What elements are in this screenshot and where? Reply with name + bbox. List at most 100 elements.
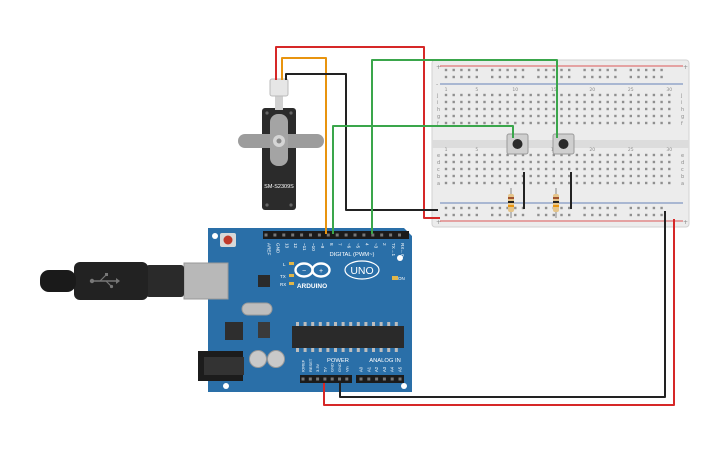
wire-red-5v-return[interactable] xyxy=(323,219,675,406)
breadboard-hole[interactable] xyxy=(452,93,455,97)
breadboard-hole[interactable] xyxy=(591,167,594,171)
breadboard-hole[interactable] xyxy=(606,160,609,164)
rail-hole[interactable] xyxy=(614,68,617,72)
breadboard-hole[interactable] xyxy=(621,153,625,157)
breadboard-hole[interactable] xyxy=(660,100,663,104)
breadboard-hole[interactable] xyxy=(498,100,502,104)
breadboard-hole[interactable] xyxy=(568,121,571,125)
breadboard-hole[interactable] xyxy=(614,153,617,157)
breadboard-hole[interactable] xyxy=(529,167,532,171)
rail-hole[interactable] xyxy=(660,75,663,79)
power-pin-hole[interactable] xyxy=(323,377,327,381)
breadboard-hole[interactable] xyxy=(514,121,517,125)
breadboard-hole[interactable] xyxy=(498,167,502,171)
breadboard-hole[interactable] xyxy=(544,167,548,171)
breadboard-hole[interactable] xyxy=(444,100,448,104)
breadboard-hole[interactable] xyxy=(467,114,471,118)
breadboard-hole[interactable] xyxy=(529,181,532,185)
breadboard-hole[interactable] xyxy=(460,181,463,185)
breadboard-hole[interactable] xyxy=(560,160,563,164)
breadboard-hole[interactable] xyxy=(598,100,602,104)
rail-hole[interactable] xyxy=(568,75,571,79)
breadboard-hole[interactable] xyxy=(452,160,455,164)
rail-hole[interactable] xyxy=(544,213,548,217)
breadboard-hole[interactable] xyxy=(483,167,486,171)
breadboard-hole[interactable] xyxy=(668,93,671,97)
digital-pin-hole[interactable] xyxy=(380,233,384,237)
rail-hole[interactable] xyxy=(467,68,471,72)
rail-hole[interactable] xyxy=(506,206,509,210)
breadboard-hole[interactable] xyxy=(668,181,671,185)
breadboard-hole[interactable] xyxy=(660,181,663,185)
breadboard-hole[interactable] xyxy=(637,93,640,97)
rail-hole[interactable] xyxy=(591,206,594,210)
rail-hole[interactable] xyxy=(452,206,455,210)
breadboard-hole[interactable] xyxy=(637,121,640,125)
breadboard-hole[interactable] xyxy=(645,100,648,104)
rail-hole[interactable] xyxy=(614,206,617,210)
breadboard-hole[interactable] xyxy=(514,160,517,164)
digital-pin-hole[interactable] xyxy=(398,233,401,237)
breadboard-hole[interactable] xyxy=(529,121,532,125)
resistor-2[interactable] xyxy=(553,188,559,218)
breadboard-hole[interactable] xyxy=(660,93,663,97)
breadboard-hole[interactable] xyxy=(568,160,571,164)
breadboard-hole[interactable] xyxy=(460,100,463,104)
breadboard-hole[interactable] xyxy=(598,174,602,178)
breadboard-hole[interactable] xyxy=(467,121,471,125)
rail-hole[interactable] xyxy=(552,75,555,79)
breadboard-hole[interactable] xyxy=(583,100,586,104)
breadboard-hole[interactable] xyxy=(460,167,463,171)
breadboard-hole[interactable] xyxy=(537,100,540,104)
breadboard-hole[interactable] xyxy=(598,114,602,118)
breadboard-hole[interactable] xyxy=(591,114,594,118)
breadboard-hole[interactable] xyxy=(598,167,602,171)
rail-hole[interactable] xyxy=(491,68,494,72)
rail-hole[interactable] xyxy=(506,75,509,79)
breadboard-hole[interactable] xyxy=(537,107,540,111)
analog-pin-hole[interactable] xyxy=(398,377,402,381)
breadboard-hole[interactable] xyxy=(444,107,448,111)
breadboard-hole[interactable] xyxy=(614,174,617,178)
breadboard-hole[interactable] xyxy=(629,100,632,104)
breadboard-hole[interactable] xyxy=(552,100,555,104)
breadboard-hole[interactable] xyxy=(491,107,494,111)
breadboard-hole[interactable] xyxy=(506,167,509,171)
breadboard-hole[interactable] xyxy=(583,167,586,171)
breadboard-hole[interactable] xyxy=(606,114,609,118)
breadboard-hole[interactable] xyxy=(637,160,640,164)
rail-hole[interactable] xyxy=(598,213,602,217)
breadboard-hole[interactable] xyxy=(475,121,478,125)
breadboard-hole[interactable] xyxy=(460,114,463,118)
rail-hole[interactable] xyxy=(498,75,502,79)
rail-hole[interactable] xyxy=(491,213,494,217)
breadboard-hole[interactable] xyxy=(483,153,486,157)
breadboard-hole[interactable] xyxy=(575,107,579,111)
rail-hole[interactable] xyxy=(537,75,540,79)
breadboard-hole[interactable] xyxy=(467,174,471,178)
breadboard-hole[interactable] xyxy=(560,121,563,125)
rail-hole[interactable] xyxy=(598,206,602,210)
breadboard-hole[interactable] xyxy=(621,100,625,104)
rail-hole[interactable] xyxy=(491,206,494,210)
breadboard-hole[interactable] xyxy=(591,121,594,125)
breadboard-hole[interactable] xyxy=(614,114,617,118)
rail-hole[interactable] xyxy=(498,213,502,217)
breadboard-hole[interactable] xyxy=(552,114,555,118)
rail-hole[interactable] xyxy=(645,213,648,217)
breadboard-hole[interactable] xyxy=(483,93,486,97)
breadboard-hole[interactable] xyxy=(591,160,594,164)
breadboard-hole[interactable] xyxy=(498,107,502,111)
digital-pin-hole[interactable] xyxy=(300,233,304,237)
rail-hole[interactable] xyxy=(606,213,609,217)
breadboard-hole[interactable] xyxy=(598,93,602,97)
breadboard-hole[interactable] xyxy=(606,167,609,171)
breadboard-hole[interactable] xyxy=(583,114,586,118)
breadboard-hole[interactable] xyxy=(537,167,540,171)
breadboard-hole[interactable] xyxy=(506,121,509,125)
breadboard-hole[interactable] xyxy=(575,160,579,164)
pushbutton-1[interactable] xyxy=(506,133,529,155)
breadboard-hole[interactable] xyxy=(591,153,594,157)
analog-header[interactable] xyxy=(356,375,404,383)
